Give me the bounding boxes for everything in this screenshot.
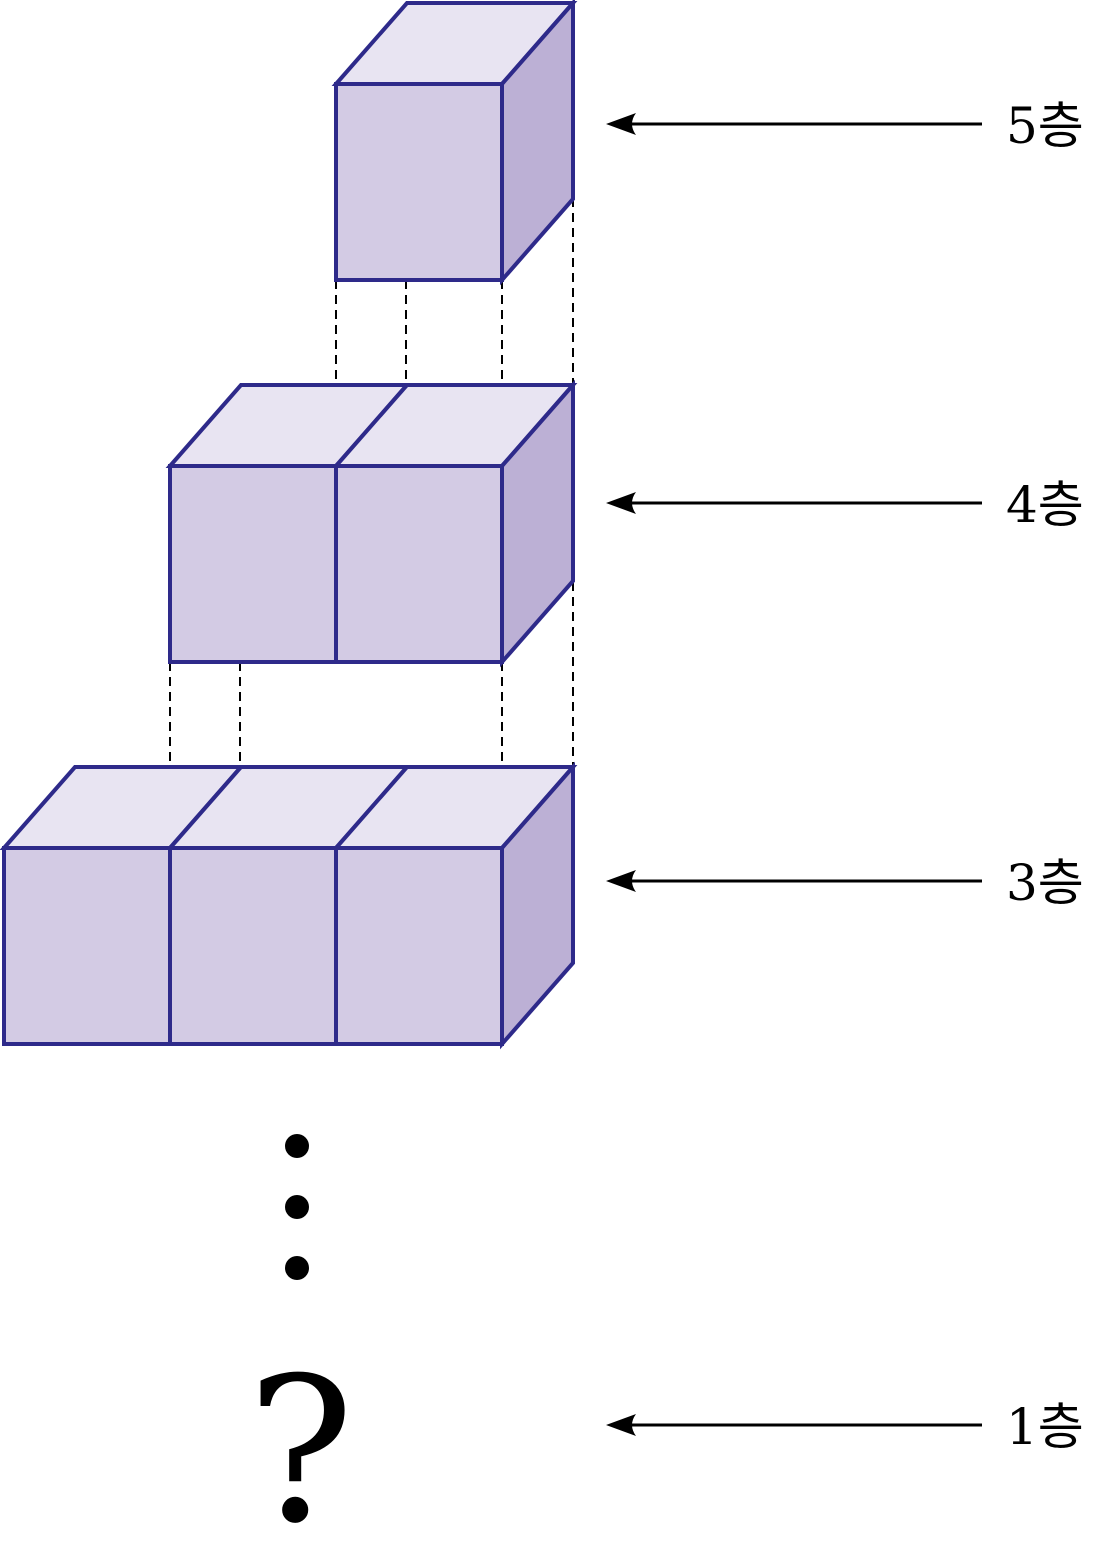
vertical-ellipsis-icon <box>285 1134 309 1280</box>
cube-side-face <box>500 761 575 1050</box>
cube-row-floor-5 <box>331 0 578 286</box>
cube-front-face <box>168 464 338 664</box>
floor-label-5: 5층 <box>1006 97 1084 155</box>
cube-front-face <box>2 846 172 1046</box>
cube-rows <box>0 0 578 1050</box>
cube-front-face <box>168 846 338 1046</box>
floor-label-4: 4층 <box>1006 476 1084 534</box>
cube-side-face <box>500 379 575 668</box>
cube-front-face <box>334 846 504 1046</box>
arrow-floor-5 <box>606 113 982 135</box>
floor-label-3: 3층 <box>1006 854 1084 912</box>
cube-front-face <box>334 464 504 664</box>
cube-side-face <box>500 0 575 286</box>
ellipsis-dot <box>285 1134 309 1158</box>
arrow-floor-4 <box>606 492 982 514</box>
arrow-left-icon <box>606 1414 636 1436</box>
floor-arrows <box>606 113 982 1436</box>
arrow-floor-1 <box>606 1414 982 1436</box>
ellipsis-dot <box>285 1195 309 1219</box>
cube-row-floor-4 <box>165 379 578 668</box>
unknown-floor-question-mark: ? <box>247 1335 354 1552</box>
arrow-left-icon <box>606 113 636 135</box>
ellipsis-dot <box>285 1256 309 1280</box>
arrow-left-icon <box>606 492 636 514</box>
cube-row-floor-3 <box>0 761 578 1050</box>
arrow-left-icon <box>606 870 636 892</box>
floor-label-1: 1층 <box>1006 1398 1084 1456</box>
cube-front-face <box>334 82 504 282</box>
arrow-floor-3 <box>606 870 982 892</box>
